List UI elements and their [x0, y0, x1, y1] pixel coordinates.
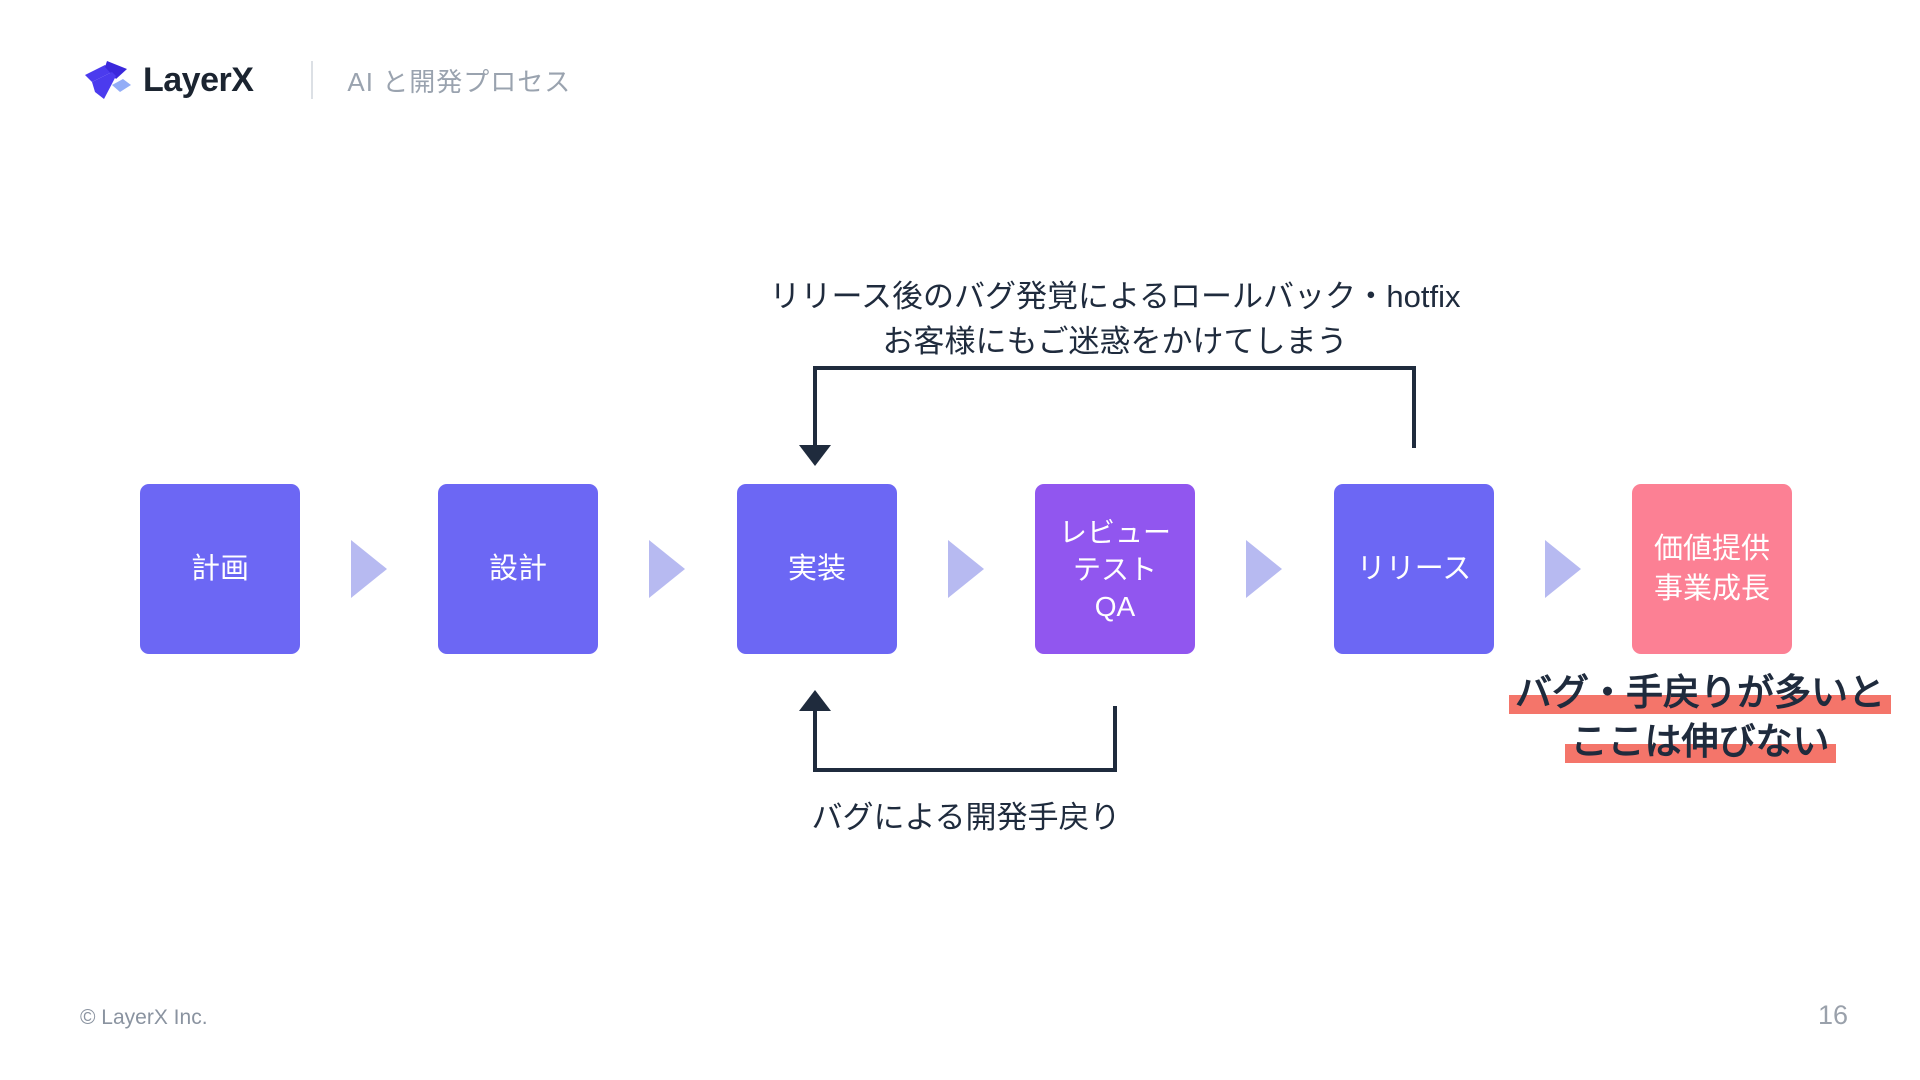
flow-step-label: テスト	[1072, 553, 1157, 585]
flow-step-release: リリース	[1334, 484, 1494, 654]
top-loop-annotation: リリース後のバグ発覚によるロールバック・hotfix お客様にもご迷惑をかけてし…	[615, 274, 1615, 364]
flow-step-label: リリース	[1356, 553, 1472, 585]
highlighted-text-line: ここは伸びない	[1564, 717, 1836, 766]
copyright: © LayerX Inc.	[80, 1006, 208, 1029]
flow-step-review-test-qa: レビュー テスト QA	[1035, 484, 1195, 654]
flow-step-label: 計画	[190, 553, 249, 585]
bottom-loop-annotation: バグによる開発手戻り	[811, 800, 1121, 835]
header-divider	[311, 61, 314, 99]
brand-name: LayerX	[143, 60, 254, 99]
arrow-right-icon	[1545, 540, 1581, 598]
flow-step-plan: 計画	[140, 484, 300, 654]
page-number: 16	[1817, 1000, 1848, 1030]
annotation-line: リリース後のバグ発覚によるロールバック・hotfix	[769, 279, 1461, 314]
flow-step-design: 設計	[438, 484, 598, 654]
arrow-right-icon	[1246, 540, 1282, 598]
highlighted-text-line: バグ・手戻りが多いと	[1509, 668, 1891, 717]
arrowhead-down-icon	[799, 445, 831, 466]
flow-step-implement: 実装	[737, 484, 897, 654]
flow-step-value-growth: 価値提供 事業成長	[1632, 484, 1792, 654]
flow-step-label: 事業成長	[1653, 573, 1770, 605]
flow-step-label: 実装	[787, 553, 846, 585]
flow-step-label: 設計	[488, 553, 547, 585]
arrow-right-icon	[351, 540, 387, 598]
header: LayerX AI と開発プロセス	[83, 56, 571, 104]
highlight-annotation: バグ・手戻りが多いと ここは伸びない	[1480, 668, 1920, 766]
flow-step-label: 価値提供	[1653, 533, 1770, 565]
arrow-right-icon	[649, 540, 685, 598]
flow-step-label: レビュー	[1058, 516, 1171, 548]
page-title: AI と開発プロセス	[347, 66, 572, 97]
annotation-line: お客様にもご迷惑をかけてしまう	[882, 324, 1348, 359]
flow-step-label: QA	[1094, 590, 1136, 622]
arrow-right-icon	[948, 540, 984, 598]
layerx-logo-icon	[85, 61, 131, 99]
arrowhead-up-icon	[799, 690, 831, 711]
